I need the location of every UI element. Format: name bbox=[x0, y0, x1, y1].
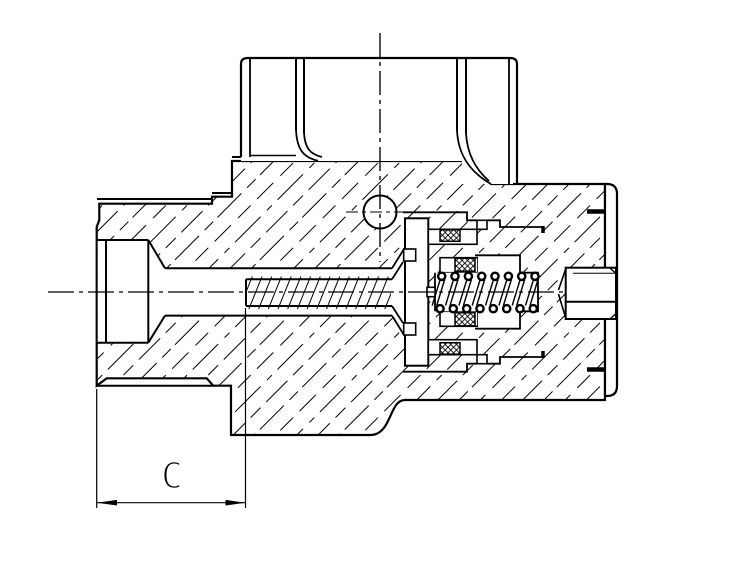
socket-entry-chamfer bbox=[557, 267, 567, 320]
right-thread-runout bbox=[456, 129, 492, 185]
dimension-arrow-right bbox=[225, 499, 246, 506]
left-thread-runout bbox=[295, 129, 323, 162]
inner-lower-seal bbox=[454, 312, 476, 327]
inner-upper-seal bbox=[454, 257, 476, 272]
seat-cone-lines bbox=[391, 248, 405, 336]
lower-outer-seal bbox=[439, 341, 461, 355]
port-bore-walls bbox=[295, 58, 467, 133]
boss-inner-wall-lines bbox=[249, 58, 510, 184]
boss-area bbox=[241, 58, 517, 161]
threaded-stem bbox=[245, 261, 404, 324]
upper-keeper-ring bbox=[476, 219, 488, 231]
dimension-extension-lines bbox=[96, 308, 247, 508]
hex-socket-port bbox=[557, 266, 618, 321]
bore-lines bbox=[165, 267, 392, 317]
poppet-nose-upper bbox=[402, 248, 417, 262]
socket-end-chamfer bbox=[609, 267, 616, 320]
dimension-label: C bbox=[161, 456, 183, 497]
dimension-c: C bbox=[96, 308, 247, 508]
spring-coil-sections bbox=[435, 271, 540, 314]
dimension-arrow-left bbox=[97, 499, 117, 506]
seat-cone-cavity bbox=[392, 249, 404, 335]
stem-outline bbox=[245, 278, 392, 307]
lower-keeper-ring bbox=[476, 353, 488, 365]
hex-socket-outline bbox=[564, 266, 618, 321]
boss-outline bbox=[239, 56, 519, 184]
stem-cone-lines bbox=[391, 261, 404, 324]
cavity-step-lines bbox=[403, 211, 543, 373]
spring bbox=[431, 271, 540, 314]
upper-outer-seal bbox=[439, 229, 461, 243]
plate-joint-marks bbox=[587, 209, 605, 372]
stem-thread-hatch bbox=[247, 276, 391, 309]
top-port bbox=[239, 56, 519, 185]
poppet-nose-lower bbox=[402, 322, 417, 336]
